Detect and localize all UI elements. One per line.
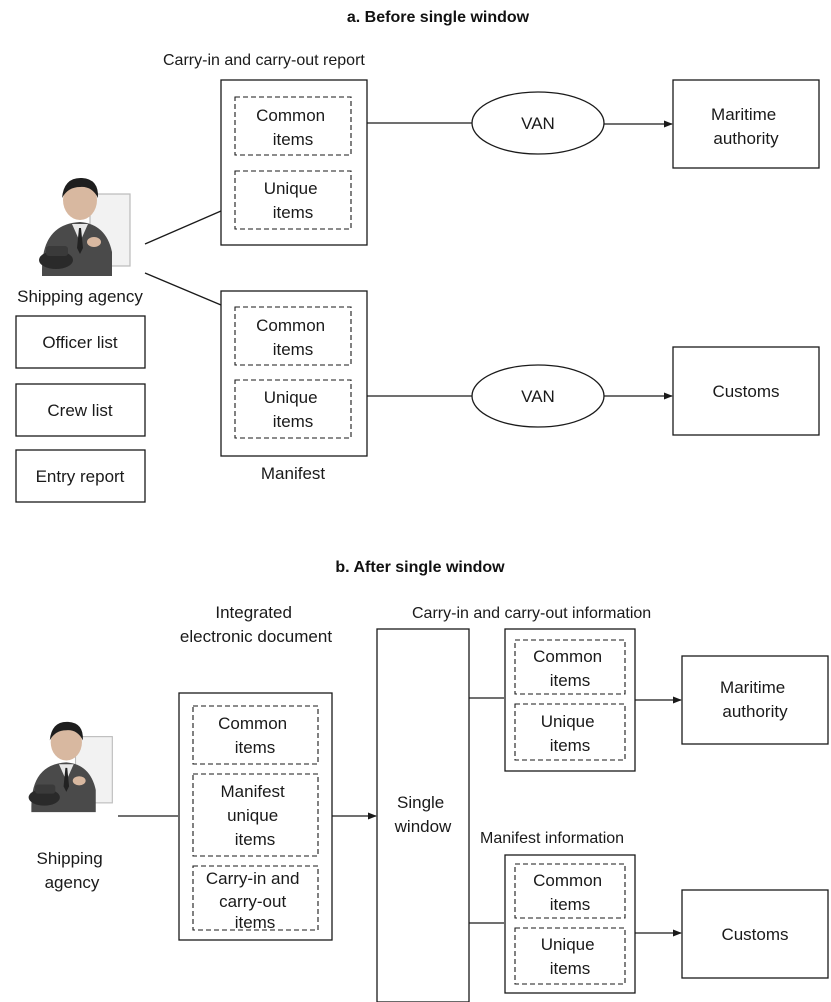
manifest-unique-text: Unique items [264,388,323,431]
agency-to-report-line [144,210,222,245]
integrated-common-text: Common items [218,714,292,757]
crew-list-box [15,383,146,437]
officer-list-label: Officer list [42,333,118,352]
manifest-info-common-items [514,863,626,919]
integrated-doc-label: Integrated electronic document [180,603,332,646]
shipping-agency-label-b: Shipping agency [37,849,108,892]
section-a: a. Before single window Carry-in and car… [15,9,820,503]
customs-label-a: Customs [712,382,779,401]
manifest-info-common-text: Common items [533,871,607,914]
carry-info-unique-items [514,703,626,761]
carry-report-common-text: Common items [256,106,330,149]
maritime-authority-box-b [681,655,829,745]
van-bottom-label: VAN [521,387,555,406]
carry-info-common-items [514,639,626,695]
entry-report-label: Entry report [36,467,125,486]
carry-info-common-text: Common items [533,647,607,690]
shipping-agency-icon [38,177,131,277]
maritime-authority-label-b: Maritime authority [720,678,790,721]
maritime-authority-label-a: Maritime authority [711,105,781,148]
single-window-box [376,628,470,1002]
carry-report-unique-items [234,170,352,230]
section-a-title: a. Before single window [347,9,530,26]
manifest-info-unique-items [514,927,626,985]
carry-report-common-items [234,96,352,156]
manifest-common-items [234,306,352,366]
integrated-carry-items [192,865,319,931]
carry-info-unique-text: Unique items [541,712,600,755]
officer-list-box [15,315,146,369]
manifest-label: Manifest [261,464,326,483]
van-top-label: VAN [521,114,555,133]
carry-info-label: Carry-in and carry-out information [412,605,651,622]
manifest-common-text: Common items [256,316,330,359]
agency-to-manifest-line [144,272,222,306]
integrated-carry-text: Carry-in and carry-out items [206,869,304,932]
integrated-manifest-unique-text: Manifest unique items [221,782,290,849]
customs-box-b [681,889,829,979]
entry-report-box [15,449,146,503]
van-top-ellipse [471,91,605,155]
shipping-agency-icon-b [28,721,113,813]
crew-list-label: Crew list [47,401,112,420]
carry-report-label: Carry-in and carry-out report [163,52,365,69]
customs-label-b: Customs [721,925,788,944]
single-window-label: Single window [394,793,452,836]
integrated-common-items [192,705,319,765]
maritime-authority-box-a [672,79,820,169]
manifest-info-label: Manifest information [480,830,624,847]
manifest-unique-items [234,379,352,439]
integrated-manifest-unique-items [192,773,319,857]
customs-box-a [672,346,820,436]
section-b-title: b. After single window [335,559,505,576]
section-b: b. After single window Integrated electr… [28,559,829,1002]
shipping-agency-label: Shipping agency [17,287,143,306]
carry-report-unique-text: Unique items [264,179,323,222]
manifest-info-unique-text: Unique items [541,935,600,978]
